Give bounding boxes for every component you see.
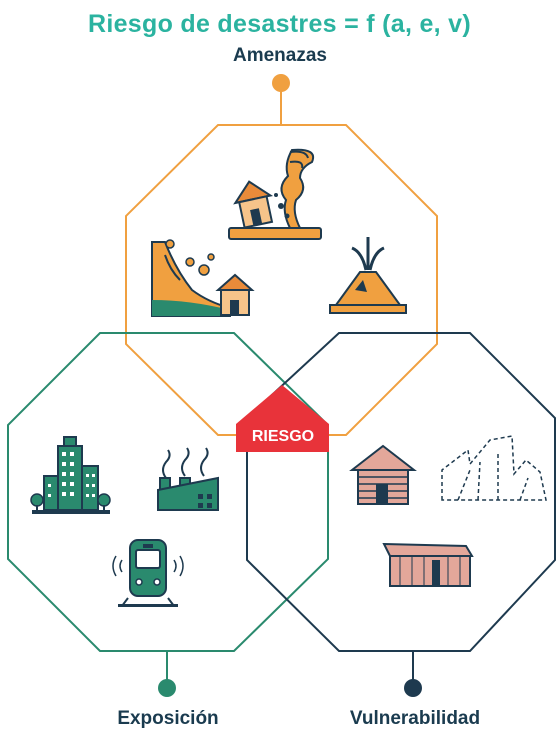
factory-icon — [157, 447, 219, 511]
amenazas-dot — [272, 74, 290, 92]
vulnerabilidad-octagon — [246, 332, 556, 652]
city-buildings-icon — [30, 436, 111, 514]
exposicion-dot — [158, 679, 176, 697]
diagram-title: Riesgo de desastres = f (a, e, v) — [88, 10, 471, 38]
volcano-icon — [329, 237, 407, 314]
vulnerabilidad-label: Vulnerabilidad — [349, 708, 481, 729]
riesgo-label: RIESGO — [252, 428, 314, 445]
exposicion-label: Exposición — [117, 708, 219, 729]
collapsed-building-icon — [441, 435, 547, 501]
landslide-icon — [151, 239, 255, 317]
amenazas-label: Amenazas — [233, 45, 327, 66]
vulnerabilidad-dot — [404, 679, 422, 697]
shack-icon — [382, 542, 474, 587]
riesgo-badge: RIESGO — [236, 385, 329, 452]
log-cabin-icon — [349, 444, 417, 505]
tornado-house-icon — [228, 148, 322, 240]
exposicion-octagon — [7, 332, 329, 652]
train-icon — [112, 539, 184, 607]
amenazas-octagon — [125, 124, 438, 436]
